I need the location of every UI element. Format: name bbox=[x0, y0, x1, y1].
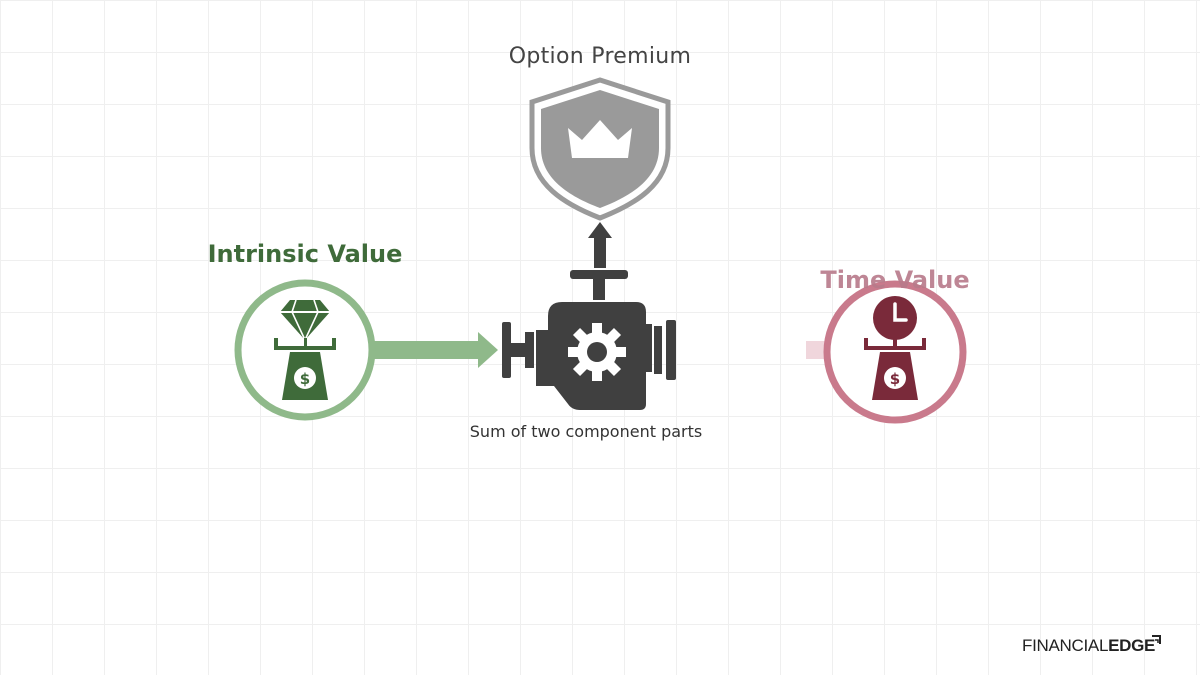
process-caption: Sum of two component parts bbox=[469, 422, 703, 441]
logo-text-part1: FINANCIAL bbox=[1022, 636, 1109, 655]
brand-logo: FINANCIALEDGE bbox=[1022, 636, 1155, 656]
output-label: Option Premium bbox=[508, 44, 692, 69]
arrow-stub bbox=[806, 341, 826, 359]
intrinsic-value-label: Intrinsic Value bbox=[207, 240, 403, 268]
diamond-scale-icon: $ bbox=[234, 279, 376, 421]
logo-mark-icon bbox=[1152, 635, 1161, 644]
clock-scale-icon: $ bbox=[823, 280, 967, 424]
arrow-up-icon bbox=[588, 222, 612, 268]
time-value-label: Time Value bbox=[820, 266, 970, 294]
crown-shield-icon bbox=[529, 77, 671, 221]
gear-machine-icon bbox=[502, 270, 676, 410]
svg-text:$: $ bbox=[300, 370, 310, 388]
arrow-right-icon bbox=[374, 332, 498, 368]
svg-text:$: $ bbox=[890, 370, 900, 388]
logo-text-part2: EDGE bbox=[1108, 636, 1156, 655]
